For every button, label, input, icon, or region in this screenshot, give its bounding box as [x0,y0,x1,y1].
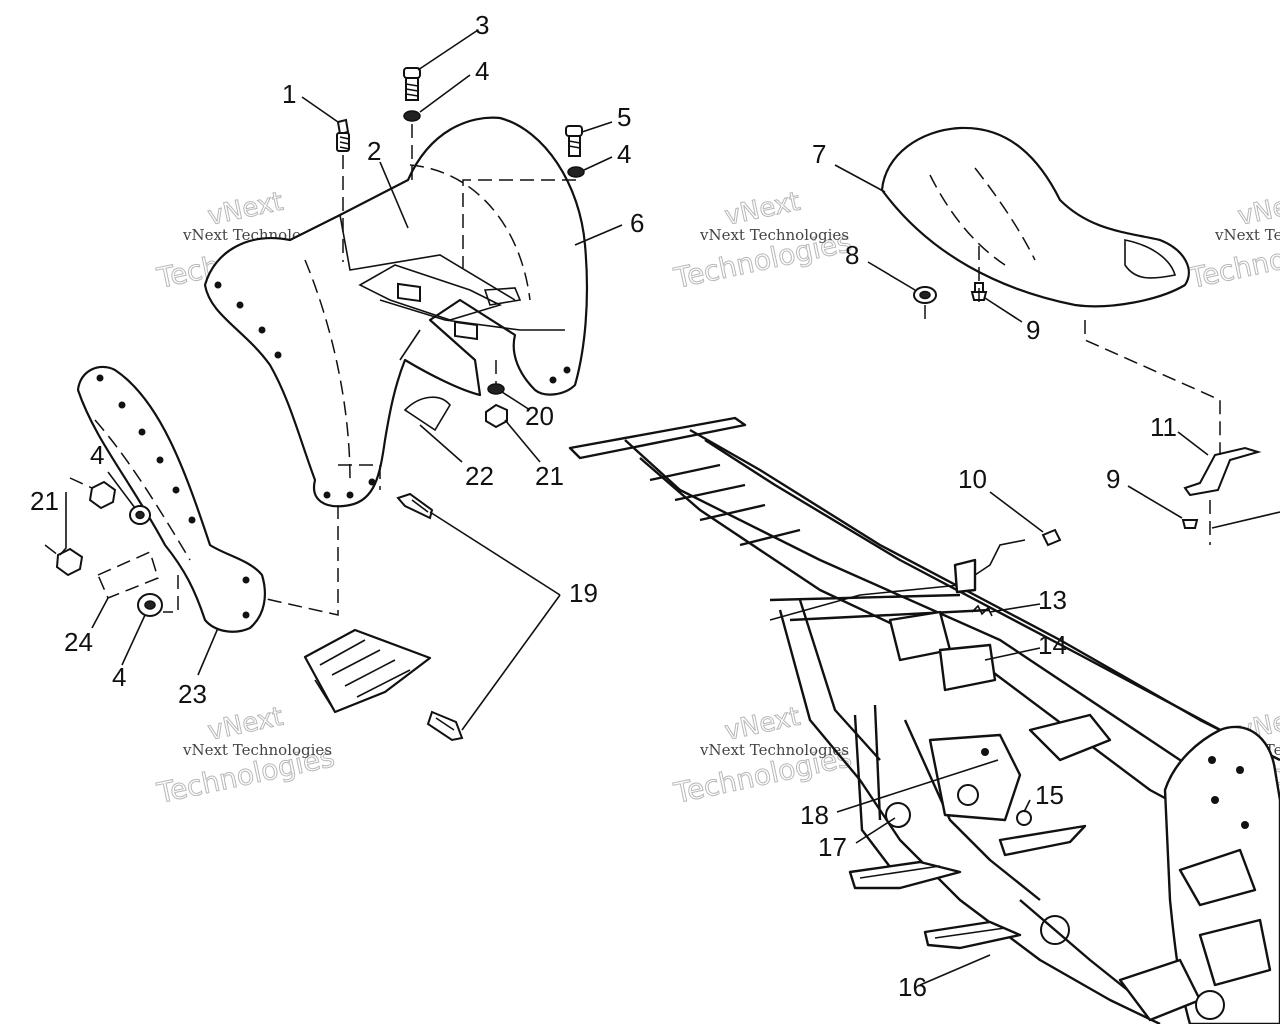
callout-9: 9 [1026,315,1040,345]
callout-8: 8 [845,240,859,270]
side-fender-panel [76,365,266,633]
callout-23: 23 [178,679,207,709]
seat [880,126,1190,308]
callout-4: 4 [617,139,631,169]
callout-2: 2 [367,136,381,166]
callouts: 1 2 3 4 5 4 6 7 8 9 20 22 21 4 21 10 11 … [30,10,1177,1002]
callout-4: 4 [90,440,104,470]
watermark-top-center: vNext Technologies vNext Technologies [670,186,855,295]
callout-20: 20 [525,401,554,431]
callout-4: 4 [112,662,126,692]
callout-22: 22 [465,461,494,491]
callout-5: 5 [617,102,631,132]
callout-11: 11 [1150,412,1177,442]
callout-6: 6 [630,208,644,238]
callout-4: 4 [475,56,489,86]
vehicle-frame [568,416,1280,1024]
assembly-lines [44,124,1221,616]
callout-1: 1 [282,79,296,109]
hardware-items [55,67,1262,826]
svg-text:vNext Technologies: vNext Technologies [1214,226,1280,244]
callout-15: 15 [1035,780,1064,810]
callout-13: 13 [1038,585,1067,615]
svg-text:vNext Technologies: vNext Technologies [182,741,332,759]
callout-16: 16 [898,972,927,1002]
callout-18: 18 [800,800,829,830]
callout-7: 7 [812,139,826,169]
rear-fender [203,116,589,508]
watermark-bottom-left: vNext Technologies vNext Technologies [153,701,338,810]
callout-19: 19 [569,578,598,608]
watermark-top-right: vNext Technologies vNext Technologies [1185,186,1280,295]
svg-text:vNext Technologies: vNext Technologies [699,741,849,759]
callout-3: 3 [475,10,489,40]
callout-21: 21 [30,486,59,516]
callout-9: 9 [1106,464,1120,494]
callout-21: 21 [535,461,564,491]
callout-17: 17 [818,832,847,862]
leader-lines [59,29,1280,986]
watermark-bottom-center: vNext Technologies vNext Technologies [670,701,855,810]
callout-14: 14 [1038,630,1067,660]
svg-text:vNext Technologies: vNext Technologies [699,226,849,244]
callout-10: 10 [958,464,987,494]
callout-24: 24 [64,627,93,657]
footrest-plate [303,628,432,714]
